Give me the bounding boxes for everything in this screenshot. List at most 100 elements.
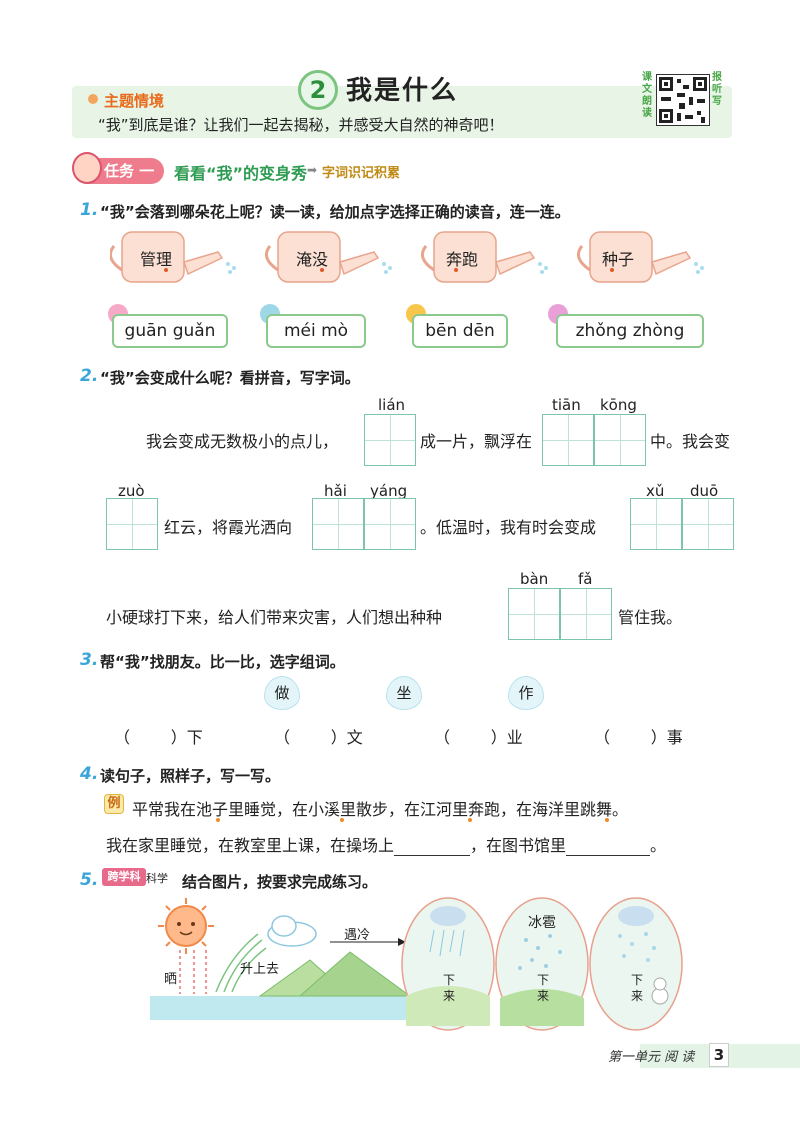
diagram-label: 遇冷 — [344, 928, 371, 943]
writing-cell[interactable] — [508, 588, 560, 640]
watering-can-icon — [110, 231, 236, 283]
subject-label: 科学 — [146, 872, 168, 885]
writing-cell[interactable] — [364, 414, 416, 466]
task-badge-label: 任务 一 — [104, 162, 155, 180]
question-number: 2. — [80, 366, 99, 386]
answer-blank[interactable] — [566, 836, 651, 856]
passage-text: 小硬球打下来，给人们带来灾害，人们想出种种 — [106, 608, 443, 627]
question-prompt: 读句子，照样子，写一写。 — [100, 767, 281, 785]
pinyin-hint: bàn — [520, 570, 549, 588]
emphasis-dot — [605, 818, 609, 822]
question-number: 5. — [80, 870, 99, 890]
answer-blank[interactable] — [394, 836, 471, 856]
word-suffix: 下 — [186, 728, 203, 747]
question-number: 3. — [80, 650, 99, 670]
pinyin-option[interactable]: guān guǎn — [112, 314, 228, 348]
passage-text: 成一片，飘浮在 — [420, 432, 533, 451]
passage-text: 管住我。 — [618, 608, 683, 627]
diagram-label: 下来 — [630, 973, 643, 1003]
writing-cell[interactable] — [560, 588, 612, 640]
practice-sentence: 我在家里睡觉，在教室里上课，在操场上 ，在图书馆里 。 — [106, 832, 666, 856]
pinyin-hint: hǎi — [324, 482, 347, 500]
can-word: 种子 — [602, 250, 635, 269]
writing-cell[interactable] — [682, 498, 734, 550]
theme-bullet-icon — [88, 94, 98, 104]
pinyin-hint: zuò — [118, 482, 145, 500]
writing-cell[interactable] — [364, 498, 416, 550]
theme-banner — [72, 86, 732, 138]
footer-unit: 第一单元 阅 读 — [608, 1050, 695, 1065]
practice-text: 。 — [650, 836, 667, 855]
watering-can-icon — [264, 231, 392, 283]
practice-text: ，在图书馆里 — [470, 836, 567, 855]
question-prompt: 帮“我”找朋友。比一比，选字组词。 — [100, 653, 345, 671]
example-sentence: 平常我在池子里睡觉，在小溪里散步，在江河里奔跑，在海洋里跳舞。 — [132, 800, 629, 819]
question-number: 4. — [80, 764, 99, 784]
theme-text: “我”到底是谁？让我们一起去揭秘，并感受大自然的神奇吧！ — [98, 116, 504, 134]
pinyin-hint: kōng — [600, 396, 637, 414]
watering-cans-illustration — [110, 231, 704, 283]
passage-text: 红云，将霞光洒向 — [164, 518, 293, 537]
pinyin-option[interactable]: bēn dēn — [412, 314, 508, 348]
pinyin-hint: yáng — [370, 482, 408, 500]
writing-cell[interactable] — [594, 414, 646, 466]
water-drop-char: 坐 — [386, 676, 422, 710]
passage-text: 中。我会变 — [650, 432, 731, 451]
task-title: 看看“我”的变身秀 — [174, 164, 308, 183]
pinyin-hint: xǔ — [646, 482, 665, 500]
emphasis-dot — [164, 268, 168, 272]
cloud-icon — [267, 915, 317, 947]
pinyin-hint: duō — [690, 482, 719, 500]
task-subtitle: 字词识记积累 — [322, 166, 401, 181]
emphasis-dot — [216, 818, 220, 822]
qr-code-icon[interactable] — [656, 74, 710, 126]
lesson-number: 2 — [298, 70, 338, 110]
pinyin-option[interactable]: méi mò — [266, 314, 366, 348]
cross-subject-badge: 跨学科 — [102, 868, 146, 886]
word-blank[interactable]: （ ）文 — [274, 728, 363, 747]
watering-can-icon — [420, 231, 548, 283]
practice-text: 我在家里睡觉，在教室里上课，在操场上 — [106, 836, 395, 855]
word-blank[interactable]: （ ）业 — [434, 728, 523, 747]
pinyin-option[interactable]: zhǒng zhòng — [556, 314, 704, 348]
water-drop-char: 做 — [264, 676, 300, 710]
question-prompt: “我”会落到哪朵花上呢？读一读，给加点字选择正确的读音，连一连。 — [100, 203, 570, 221]
question-prompt: “我”会变成什么呢？看拼音，写字词。 — [100, 369, 360, 387]
snow-scene — [589, 897, 683, 1031]
diagram-label: 晒 — [164, 972, 178, 987]
pinyin-hint: fǎ — [578, 570, 593, 588]
qr-left-caption: 课文朗读 — [642, 72, 652, 119]
diagram-label: 升上去 — [240, 962, 280, 977]
writing-cell[interactable] — [106, 498, 158, 550]
pinyin-hint: lián — [378, 396, 406, 414]
word-blank[interactable]: （ ）下 — [114, 728, 203, 747]
can-word: 管理 — [140, 250, 173, 269]
hail-scene — [495, 897, 589, 1031]
water-cycle-illustration — [150, 897, 683, 1031]
girl-avatar-icon — [72, 152, 102, 184]
example-badge: 例 — [104, 794, 124, 814]
word-suffix: 业 — [506, 728, 523, 747]
question-prompt: 结合图片，按要求完成练习。 — [182, 873, 378, 891]
diagram-label: 冰雹 — [528, 915, 556, 931]
word-blank[interactable]: （ ）事 — [594, 728, 683, 747]
emphasis-dot — [468, 818, 472, 822]
diagram-label: 下来 — [442, 973, 455, 1003]
writing-cell[interactable] — [630, 498, 682, 550]
writing-cell[interactable] — [542, 414, 594, 466]
emphasis-dot — [320, 268, 324, 272]
emphasis-dot — [610, 268, 614, 272]
theme-label: 主题情境 — [104, 92, 165, 110]
watering-can-icon — [576, 231, 704, 283]
arrow-right-icon: ➡ — [307, 163, 318, 177]
passage-text: 我会变成无数极小的点儿， — [146, 432, 339, 451]
can-word: 淹没 — [296, 250, 329, 269]
pinyin-hint: tiān — [552, 396, 581, 414]
rain-scene — [401, 897, 495, 1031]
diagram-label: 下来 — [536, 973, 549, 1003]
passage-text: 。低温时，我有时会变成 — [420, 518, 597, 537]
sun-icon — [158, 898, 214, 954]
can-word: 奔跑 — [446, 250, 479, 269]
writing-cell[interactable] — [312, 498, 364, 550]
page-number: 3 — [709, 1043, 729, 1067]
